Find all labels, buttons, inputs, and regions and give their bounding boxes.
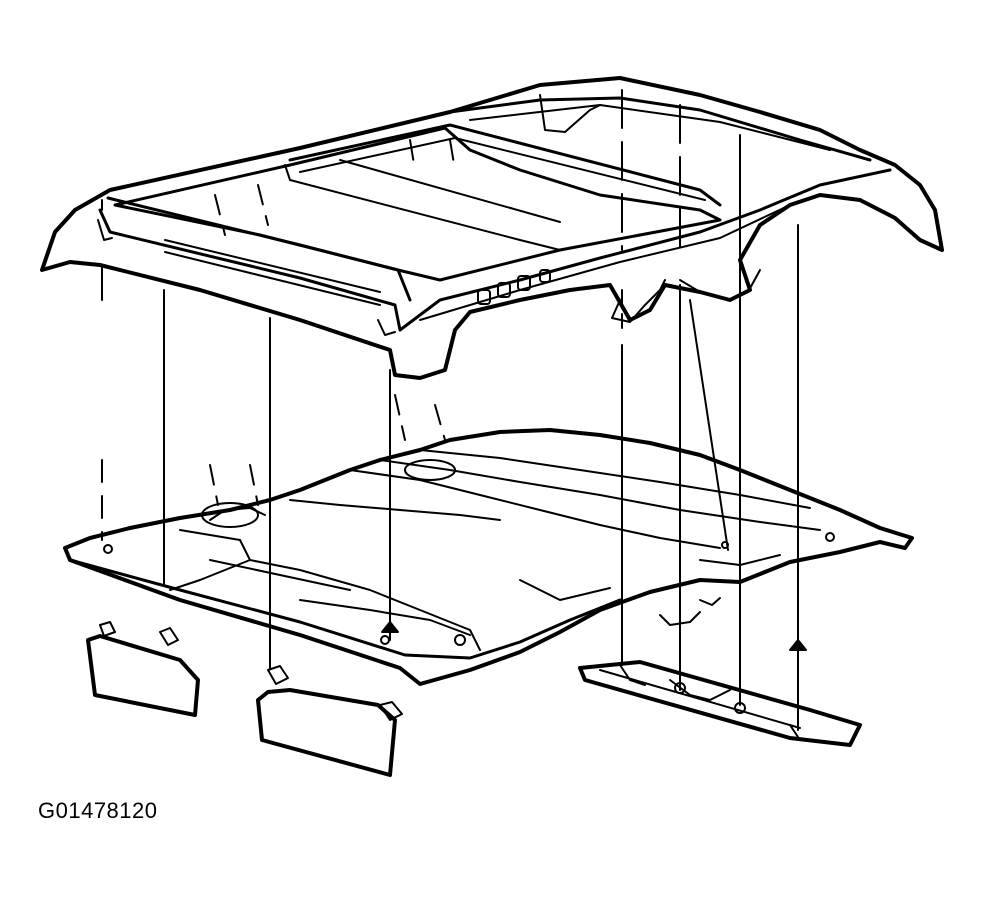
roof-frame (40, 76, 944, 380)
alignment-lines (101, 89, 807, 731)
right-sun-visor (256, 665, 403, 777)
rear-trim-panel (578, 660, 862, 747)
headliner-panel (63, 428, 914, 686)
figure-code: G01478120 (38, 798, 158, 823)
left-sun-visor (86, 621, 200, 717)
